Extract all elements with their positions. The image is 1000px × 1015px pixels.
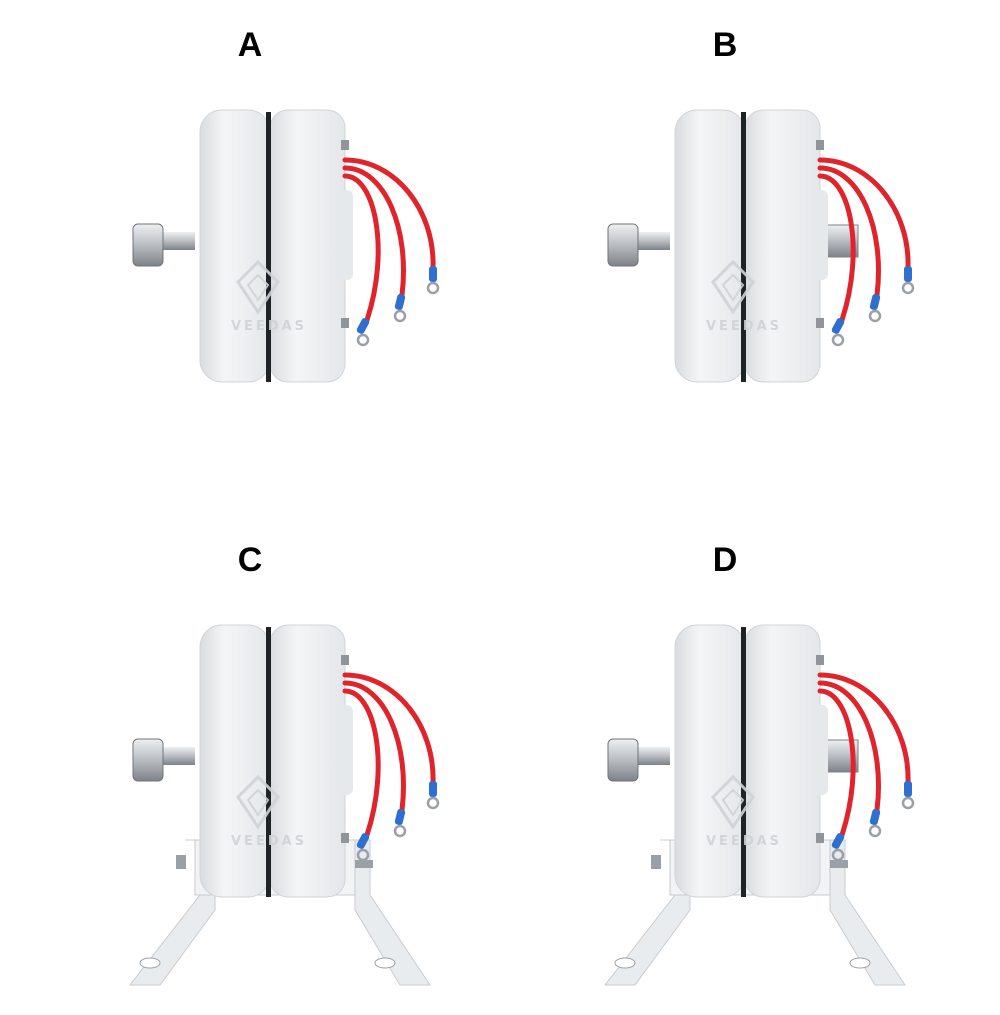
output-wires [817,157,915,347]
stud [341,833,349,843]
nut-bolt [132,738,195,782]
output-wires [342,672,440,862]
svg-text:VEEDAS: VEEDAS [706,319,782,334]
svg-text:VEEDAS: VEEDAS [706,834,782,849]
panel-d: D VEEDAS [475,515,975,1015]
stud [816,140,824,150]
generator-image: VEEDAS [128,624,440,986]
stud [816,318,824,328]
stud [341,140,349,150]
stud [341,655,349,665]
panel-a: A VEEDAS [0,0,500,500]
svg-text:VEEDAS: VEEDAS [231,319,307,334]
watermark-logo: VEEDAS [231,774,307,849]
watermark-logo: VEEDAS [706,774,782,849]
panel-c: C VEEDAS [0,515,500,1015]
svg-text:VEEDAS: VEEDAS [231,834,307,849]
stud [816,655,824,665]
generator-image: VEEDAS [603,624,915,986]
nut-bolt [132,223,195,267]
stud [816,833,824,843]
nut-bolt [607,738,670,782]
output-wires [817,672,915,862]
generator-housing [674,109,828,383]
panel-label: B [712,26,738,64]
watermark-logo: VEEDAS [706,259,782,334]
generator-housing [674,624,828,898]
panel-label: D [712,541,738,579]
generator-housing [199,109,353,383]
generator-image: VEEDAS [607,109,915,383]
generator-housing [199,624,353,898]
panel-label: A [237,26,263,64]
output-wires [342,157,440,347]
watermark-logo: VEEDAS [231,259,307,334]
panel-label: C [237,541,263,579]
nut-bolt [607,223,670,267]
panel-b: B VEEDAS [475,0,975,500]
generator-image: VEEDAS [132,109,440,383]
stud [341,318,349,328]
